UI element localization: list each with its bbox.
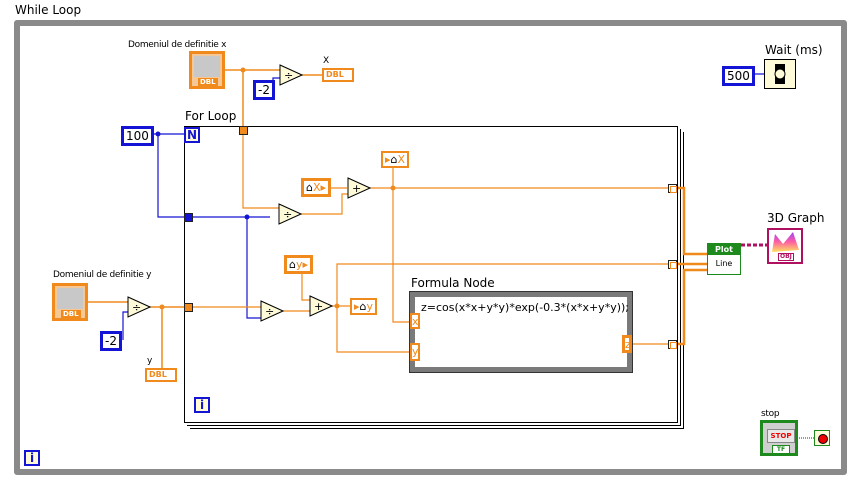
for-loop-iteration-terminal: i — [194, 397, 210, 413]
divide-icon: ÷ — [265, 305, 274, 318]
x-indicator-label: X — [323, 56, 329, 66]
surface-plot-icon — [772, 232, 799, 252]
shift-register-y-left[interactable]: ⌂y▸ — [284, 255, 314, 274]
domain-x-label: Domeniul de definitie x — [128, 40, 227, 50]
tunnel-count[interactable] — [184, 213, 193, 222]
while-loop-iteration-terminal: i — [24, 450, 40, 466]
const-wait-ms[interactable]: 500 — [722, 66, 755, 86]
domain-y-control[interactable]: DBL — [52, 283, 88, 321]
graph-type: OBJ — [778, 253, 794, 261]
domain-y-type: DBL — [61, 310, 81, 318]
formula-node-label: Formula Node — [411, 276, 495, 290]
domain-y-label: Domeniul de definitie y — [53, 270, 152, 280]
formula-expression[interactable]: z=cos(x*x+y*y)*exp(-0.3*(x*x+y*y)); — [421, 301, 629, 314]
formula-node[interactable]: z=cos(x*x+y*y)*exp(-0.3*(x*x+y*y)); — [409, 291, 633, 373]
stop-label: stop — [761, 409, 780, 419]
domain-x-type: DBL — [198, 78, 218, 86]
add-icon: + — [314, 300, 323, 313]
divide-node-y[interactable]: ÷ — [127, 296, 151, 318]
graph-3d-label: 3D Graph — [767, 211, 825, 225]
add-node-x[interactable]: + — [347, 177, 371, 199]
stop-type: TF — [772, 445, 790, 453]
plot-bundle-node[interactable]: Plot Line — [707, 243, 741, 275]
for-loop-frame[interactable] — [184, 126, 678, 423]
watch-icon — [774, 64, 786, 84]
wait-function[interactable] — [764, 59, 796, 89]
index-tunnel-x[interactable] — [668, 184, 677, 193]
graph-3d-indicator[interactable]: OBJ — [767, 228, 803, 264]
tunnel-y-input[interactable] — [184, 303, 193, 312]
y-indicator[interactable]: DBL — [145, 368, 177, 382]
loop-condition-terminal[interactable] — [814, 430, 830, 446]
shift-register-y-right[interactable]: ▸⌂y — [350, 298, 378, 315]
divide-icon: ÷ — [132, 301, 141, 314]
wait-label: Wait (ms) — [765, 43, 823, 57]
divide-node-y-loop[interactable]: ÷ — [260, 300, 284, 322]
stop-control[interactable]: STOP TF — [760, 420, 798, 456]
bundle-header: Plot — [708, 244, 740, 255]
while-loop-label: While Loop — [15, 3, 82, 17]
for-loop-label: For Loop — [185, 109, 237, 123]
const-loop-count[interactable]: 100 — [121, 126, 154, 146]
const-neg2-x[interactable]: -2 — [253, 80, 275, 100]
const-neg2-y[interactable]: -2 — [100, 331, 122, 351]
tunnel-x-input[interactable] — [239, 126, 248, 135]
bundle-item: Line — [715, 259, 733, 268]
add-node-y[interactable]: + — [309, 295, 333, 317]
formula-output-z[interactable]: z — [622, 335, 632, 353]
divide-icon: ÷ — [283, 208, 292, 221]
divide-node-x[interactable]: ÷ — [279, 64, 303, 86]
shift-register-x-right[interactable]: ▸⌂X — [381, 151, 410, 168]
index-tunnel-z[interactable] — [668, 340, 677, 349]
add-icon: + — [352, 182, 361, 195]
loop-count-terminal[interactable]: N — [184, 127, 200, 143]
divide-icon: ÷ — [284, 69, 293, 82]
y-indicator-label: y — [147, 356, 153, 366]
divide-node-x-loop[interactable]: ÷ — [278, 203, 302, 225]
stop-button[interactable]: STOP — [767, 429, 795, 443]
formula-input-y[interactable]: y — [410, 343, 420, 361]
x-indicator[interactable]: DBL — [322, 68, 354, 82]
formula-input-x[interactable]: x — [410, 313, 420, 329]
domain-x-control[interactable]: DBL — [189, 51, 225, 89]
shift-register-x-left[interactable]: ⌂X▸ — [301, 178, 332, 197]
index-tunnel-y[interactable] — [668, 260, 677, 269]
